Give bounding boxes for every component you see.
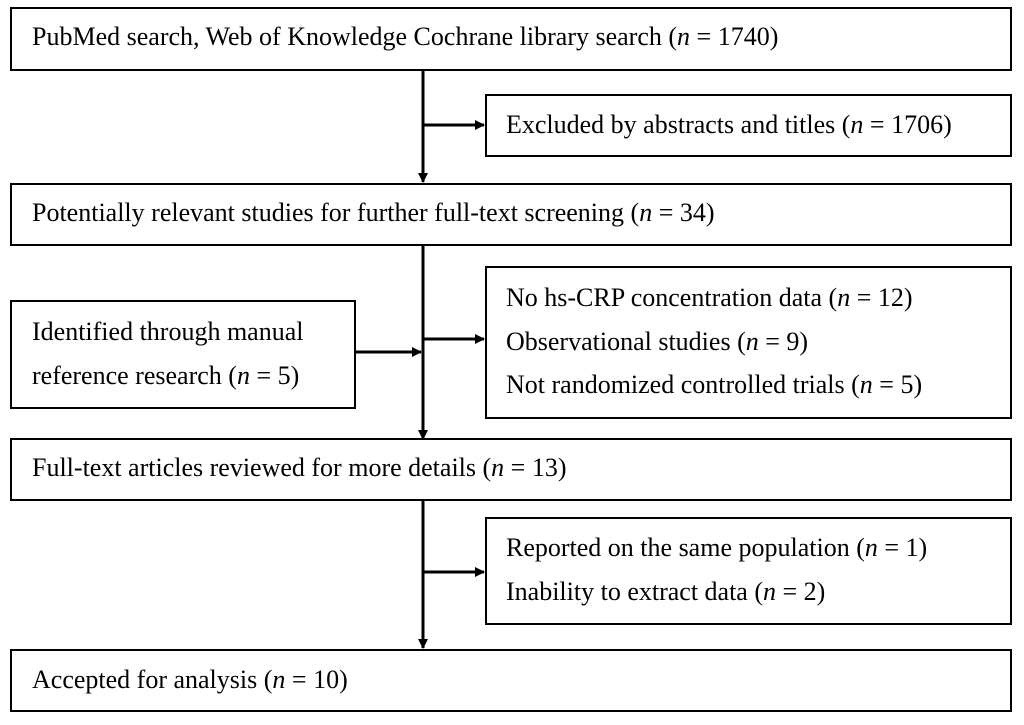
- excluded-population-box: Reported on the same population (n = 1)I…: [485, 517, 1012, 625]
- excluded1-line-1: Excluded by abstracts and titles (n = 17…: [506, 110, 952, 140]
- count-symbol: n: [272, 665, 286, 694]
- count-symbol: n: [837, 283, 851, 312]
- count-value: = 5): [249, 361, 300, 390]
- line-text: Observational studies (: [506, 327, 746, 356]
- excluded2-line-1: No hs-CRP concentration data (n = 12): [506, 283, 913, 313]
- count-symbol: n: [745, 327, 759, 356]
- exclusion-reasons-box: No hs-CRP concentration data (n = 12)Obs…: [485, 266, 1012, 419]
- line-text: Excluded by abstracts and titles (: [506, 110, 851, 139]
- excluded2-line-2: Observational studies (n = 9): [506, 327, 808, 357]
- line-text: Full-text articles reviewed for more det…: [32, 453, 492, 482]
- accepted-line-1: Accepted for analysis (n = 10): [32, 665, 348, 695]
- count-symbol: n: [763, 577, 777, 606]
- count-symbol: n: [236, 361, 250, 390]
- count-value: = 34): [652, 198, 715, 227]
- count-value: = 12): [850, 283, 913, 312]
- line-text: Identified through manual: [32, 317, 304, 346]
- count-value: = 1): [877, 533, 928, 562]
- count-value: = 1706): [863, 110, 952, 139]
- excluded3-line-2: Inability to extract data (n = 2): [506, 577, 825, 607]
- count-symbol: n: [850, 110, 864, 139]
- count-value: = 5): [872, 370, 923, 399]
- excluded2-line-3: Not randomized controlled trials (n = 5): [506, 370, 922, 400]
- count-symbol: n: [639, 198, 653, 227]
- manual-line-1: Identified through manual: [32, 317, 303, 347]
- count-value: = 9): [758, 327, 809, 356]
- search-line-1: PubMed search, Web of Knowledge Cochrane…: [32, 22, 778, 52]
- excluded3-line-1: Reported on the same population (n = 1): [506, 533, 927, 563]
- search-box: PubMed search, Web of Knowledge Cochrane…: [10, 7, 1012, 71]
- excluded-abstracts-box: Excluded by abstracts and titles (n = 17…: [485, 94, 1012, 157]
- count-value: = 2): [776, 577, 826, 606]
- fulltext-reviewed-box: Full-text articles reviewed for more det…: [10, 438, 1012, 501]
- line-text: reference research (: [32, 361, 237, 390]
- line-text: Reported on the same population (: [506, 533, 865, 562]
- fulltext-line-1: Full-text articles reviewed for more det…: [32, 453, 567, 483]
- line-text: Not randomized controlled trials (: [506, 370, 860, 399]
- count-symbol: n: [491, 453, 505, 482]
- manual-line-2: reference research (n = 5): [32, 361, 299, 391]
- line-text: No hs-CRP concentration data (: [506, 283, 838, 312]
- count-symbol: n: [677, 22, 691, 51]
- count-value: = 13): [504, 453, 567, 482]
- line-text: Potentially relevant studies for further…: [32, 198, 640, 227]
- count-symbol: n: [859, 370, 873, 399]
- manual-reference-box: Identified through manual reference resea…: [10, 300, 356, 409]
- potentially-relevant-box: Potentially relevant studies for further…: [10, 183, 1012, 246]
- accepted-analysis-box: Accepted for analysis (n = 10): [10, 649, 1012, 712]
- line-text: Accepted for analysis (: [32, 665, 273, 694]
- count-value: = 10): [285, 665, 348, 694]
- count-value: = 1740): [690, 22, 779, 51]
- count-symbol: n: [864, 533, 878, 562]
- potential-line-1: Potentially relevant studies for further…: [32, 198, 715, 228]
- line-text: PubMed search, Web of Knowledge Cochrane…: [32, 22, 678, 51]
- line-text: Inability to extract data (: [506, 577, 764, 606]
